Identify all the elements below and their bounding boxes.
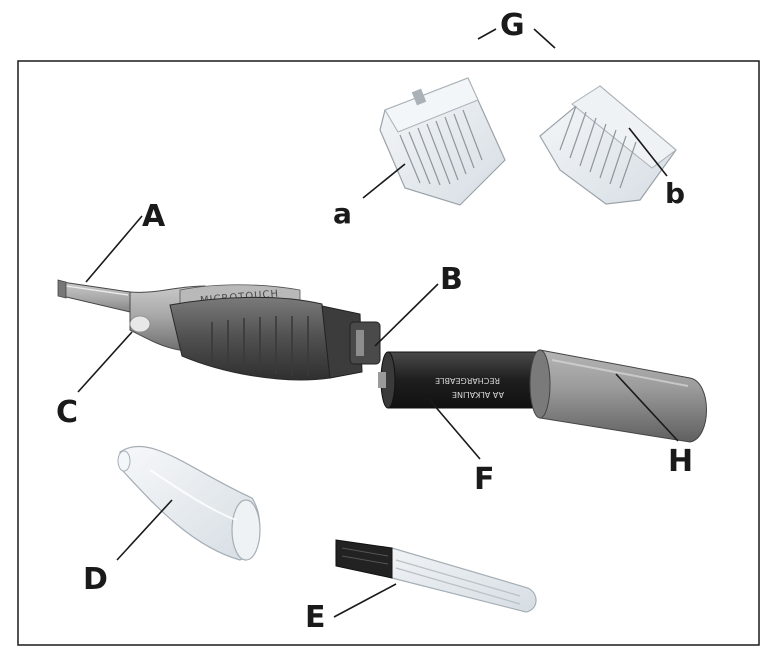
label-a: a: [333, 197, 352, 230]
label-G: G: [500, 8, 525, 43]
led-light-icon: [129, 315, 151, 333]
battery-contact-icon: [349, 321, 381, 365]
trimmer-body: MICROTOUCH: [57, 279, 381, 381]
label-B: B: [440, 262, 463, 297]
label-E: E: [305, 600, 326, 635]
label-group-G: G: [477, 8, 556, 49]
protective-cap-icon: [117, 445, 261, 561]
battery-icon: RECHARGEABLE AA ALKALINE: [378, 351, 549, 409]
label-b: b: [665, 177, 685, 210]
label-C: C: [56, 395, 78, 430]
label-H: H: [668, 444, 693, 479]
label-A: A: [142, 199, 166, 234]
comb-attachment-b: [539, 85, 677, 205]
label-D: D: [83, 562, 108, 597]
battery-cover-icon: [529, 349, 707, 443]
label-F: F: [474, 462, 495, 497]
svg-text:RECHARGEABLE: RECHARGEABLE: [435, 376, 500, 385]
comb-attachment-a: [379, 77, 506, 206]
svg-text:AA ALKALINE: AA ALKALINE: [452, 390, 504, 399]
diagram-frame: [17, 60, 760, 646]
cleaning-brush-icon: [335, 539, 537, 613]
